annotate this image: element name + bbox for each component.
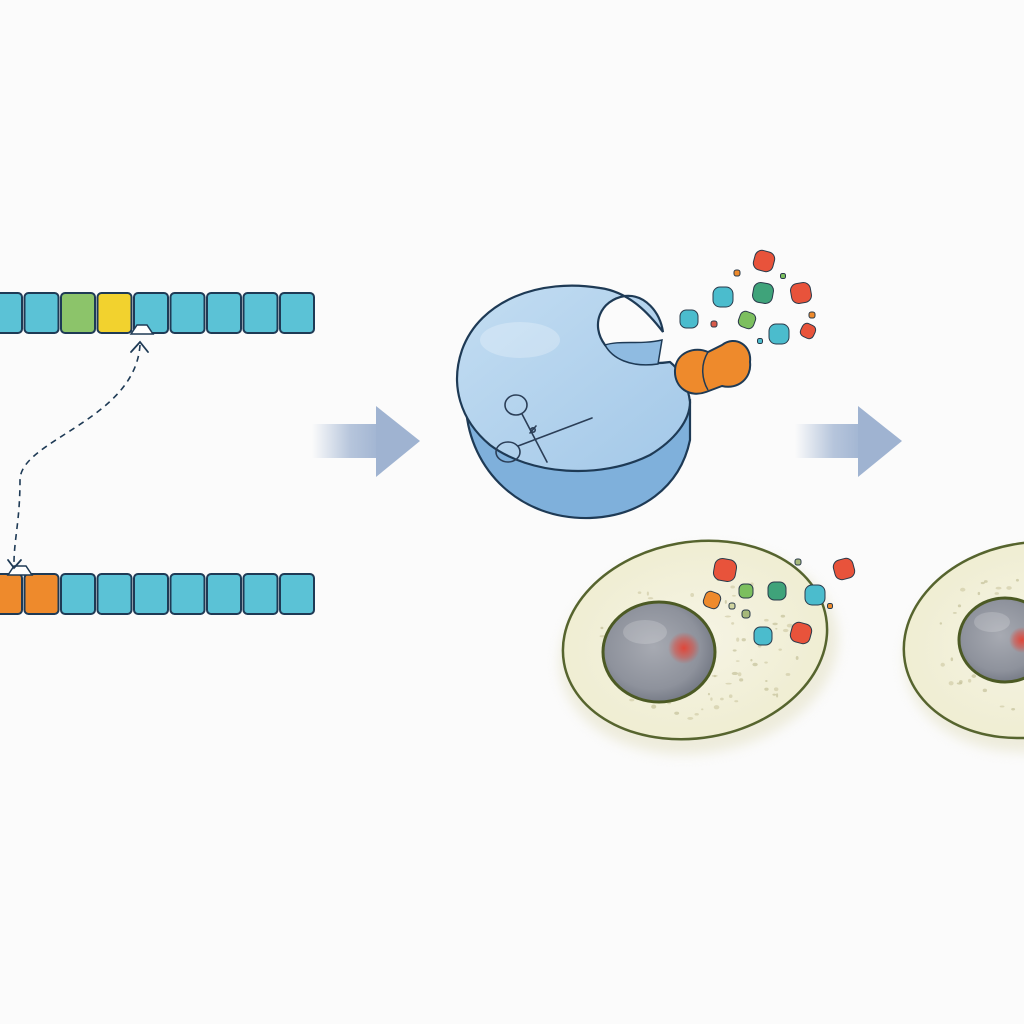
dna-segment-blue [133, 573, 169, 615]
bottom-dna-strand [0, 573, 315, 615]
peptide-fragment [767, 581, 787, 601]
bottom-strand-notch [6, 565, 34, 576]
cell [559, 539, 839, 755]
peptide-fragment [804, 584, 826, 606]
nucleus [601, 600, 717, 704]
peptide-fragment [753, 626, 773, 646]
top-strand-notch [129, 324, 155, 335]
peptide-fragment [799, 322, 817, 340]
dna-segment-yellow [96, 292, 133, 334]
dna-segment-blue [60, 573, 96, 615]
dna-segment-blue [169, 573, 206, 615]
peptide-fragment [790, 282, 812, 304]
dna-segment-blue [279, 292, 315, 334]
peptide-fragment [733, 269, 741, 277]
peptide-fragment [827, 603, 833, 609]
peptide-fragment [741, 609, 751, 619]
arrow-right-icon [795, 406, 902, 477]
peptide-fragment [780, 273, 786, 279]
cell [902, 540, 1024, 753]
peptide-fragment [737, 310, 757, 330]
nucleolus [1009, 627, 1024, 653]
nucleus [957, 596, 1024, 684]
dna-segment-blue [96, 573, 133, 615]
dna-segment-blue [206, 292, 242, 334]
peptide-fragment [738, 583, 754, 599]
peptide-fragment [702, 590, 722, 610]
dna-segment-blue [279, 573, 315, 615]
dna-segment-orange [23, 573, 60, 615]
arrow-right-icon [312, 406, 420, 477]
dna-segment-blue [242, 573, 279, 615]
peptide-fragment [832, 557, 856, 581]
peptide-fragment [808, 311, 816, 319]
arrowhead-down-icon [7, 559, 22, 570]
peptide-fragment [728, 602, 736, 610]
top-dna-strand [0, 292, 315, 334]
peptide-fragment [794, 558, 802, 566]
dna-segment-blue [23, 292, 60, 334]
dna-segment-blue [242, 292, 279, 334]
dna-segment-green [60, 292, 96, 334]
scissors-icon [495, 394, 593, 463]
peptide-fragment [712, 557, 738, 583]
peptide-fragments-top [679, 249, 817, 345]
peptide-fragment [757, 338, 763, 344]
dna-segment-blue [169, 292, 206, 334]
cleaved-peptide [673, 340, 752, 395]
dashed-transfer-path [13, 344, 141, 564]
nucleolus [668, 632, 700, 664]
peptide-fragment [752, 249, 776, 273]
peptide-fragments-cell [702, 557, 856, 646]
peptide-fragment [768, 323, 790, 345]
arrowhead-up-icon [130, 340, 149, 353]
peptide-fragment [710, 320, 718, 328]
peptide-fragment [752, 282, 774, 304]
peptide-fragment [789, 621, 813, 645]
dna-segment-blue [0, 292, 23, 334]
enzyme [455, 284, 692, 520]
peptide-fragment [712, 286, 734, 308]
dna-segment-blue [206, 573, 242, 615]
peptide-fragment [679, 309, 699, 329]
dna-segment-orange [0, 573, 23, 615]
